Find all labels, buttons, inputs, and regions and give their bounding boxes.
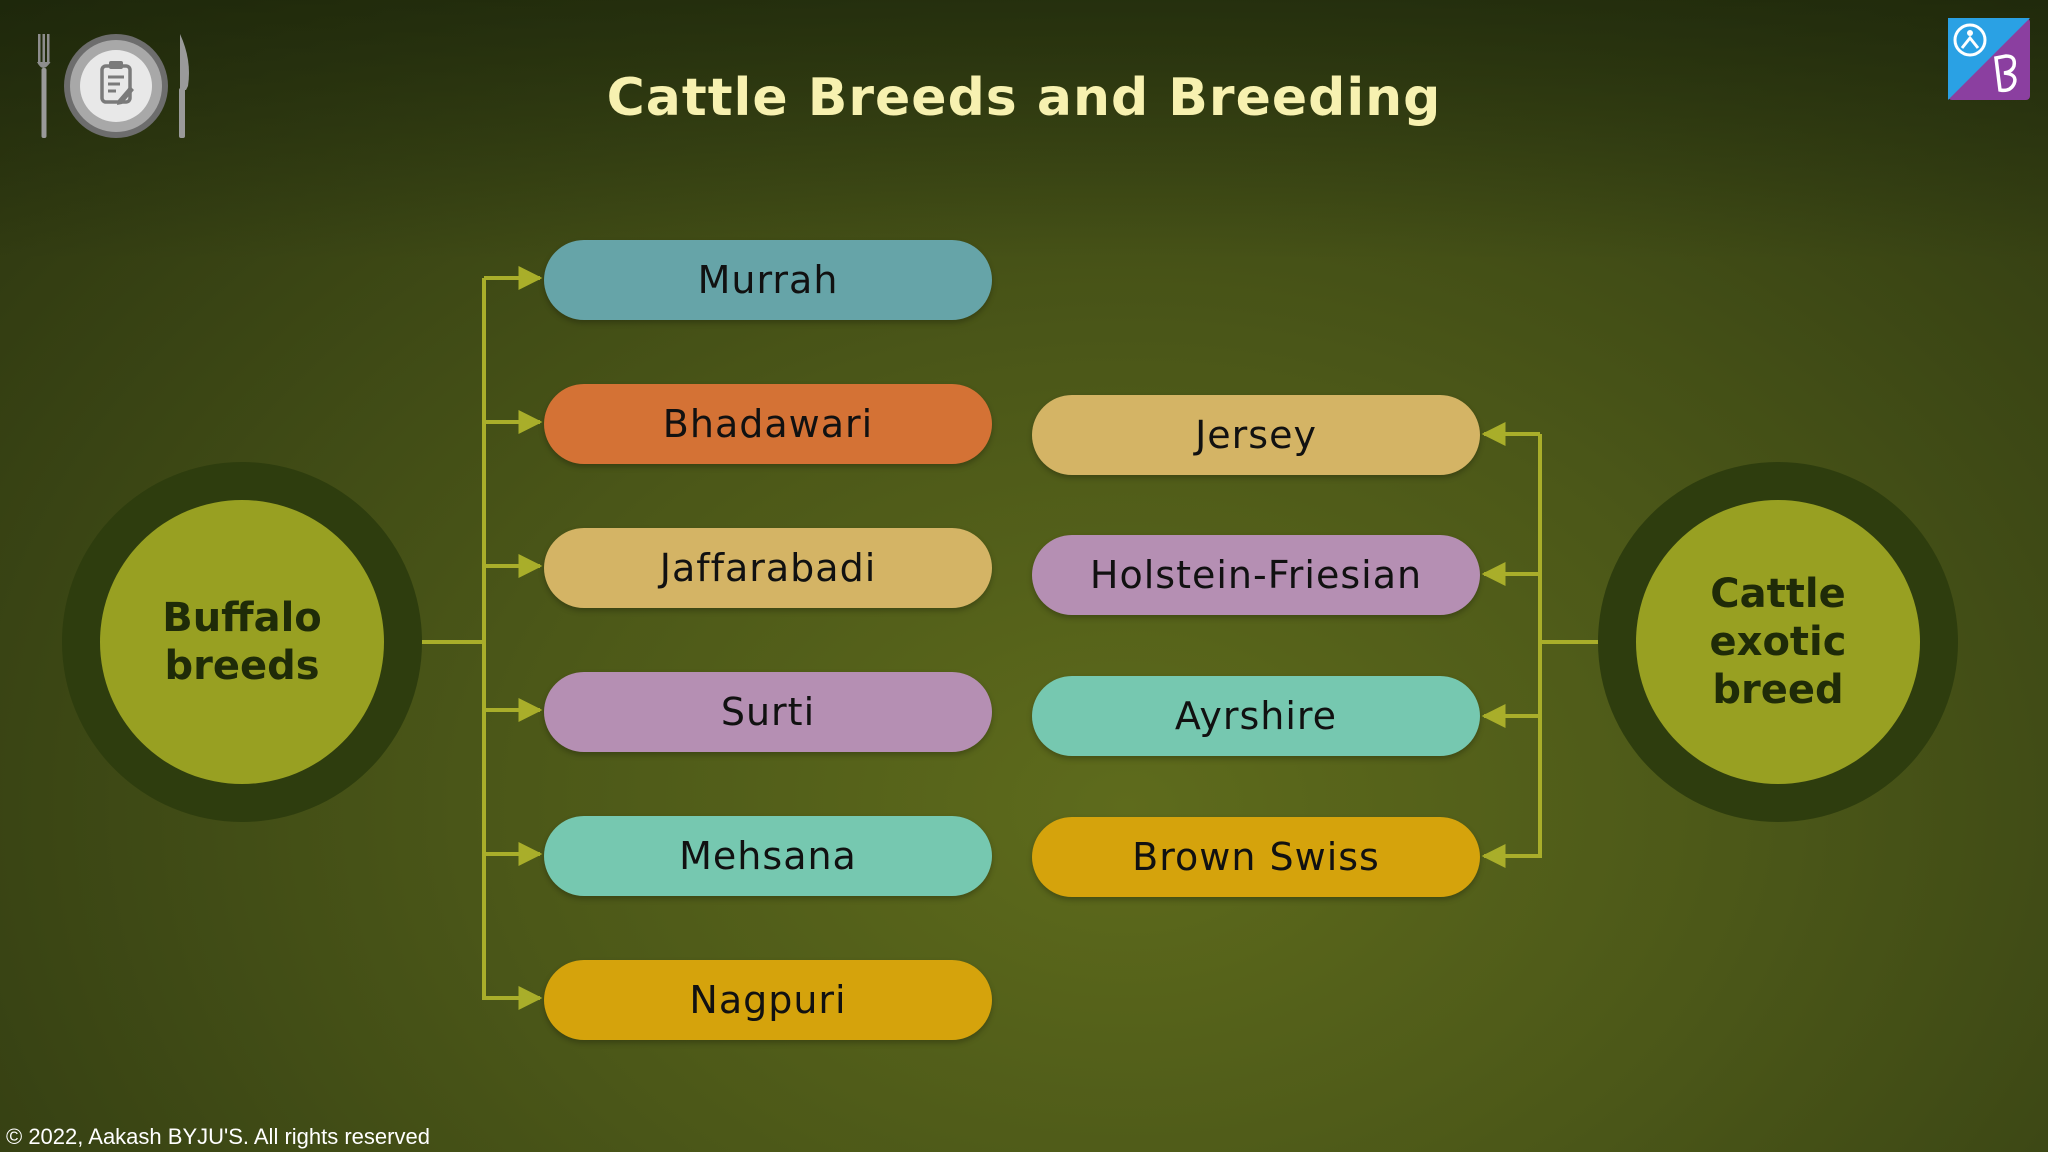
cattle-breed-brown-swiss: Brown Swiss (1032, 817, 1480, 897)
buffalo-breed-surti: Surti (544, 672, 992, 752)
buffalo-breed-mehsana: Mehsana (544, 816, 992, 896)
cattle-breed-holstein-friesian: Holstein-Friesian (1032, 535, 1480, 615)
cattle-exotic-breed-circle: Cattle exotic breed (1636, 500, 1920, 784)
page-title: Cattle Breeds and Breeding (606, 68, 1442, 128)
cattle-breed-ayrshire: Ayrshire (1032, 676, 1480, 756)
buffalo-breed-jaffarabadi: Jaffarabadi (544, 528, 992, 608)
buffalo-breed-bhadawari: Bhadawari (544, 384, 992, 464)
byjus-logo-icon (1948, 18, 2030, 100)
cattle-exotic-breed-node: Cattle exotic breed (1598, 462, 1958, 822)
buffalo-breeds-label: Buffalo breeds (162, 595, 322, 689)
buffalo-breed-murrah: Murrah (544, 240, 992, 320)
buffalo-breeds-node: Buffalo breeds (62, 462, 422, 822)
plate-with-clipboard-icon (37, 34, 189, 138)
cattle-exotic-breed-label: Cattle exotic breed (1709, 571, 1847, 713)
buffalo-breed-nagpuri: Nagpuri (544, 960, 992, 1040)
copyright-footer: © 2022, Aakash BYJU'S. All rights reserv… (6, 1124, 430, 1149)
cattle-breed-jersey: Jersey (1032, 395, 1480, 475)
buffalo-breeds-circle: Buffalo breeds (100, 500, 384, 784)
